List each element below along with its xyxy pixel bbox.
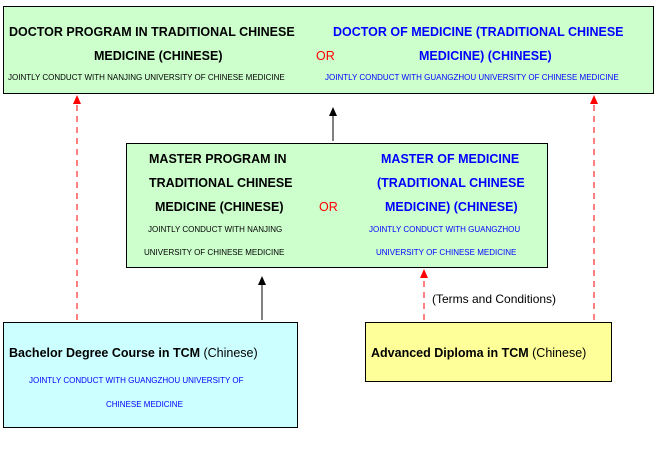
doctor-left-note: JOINTLY CONDUCT WITH NANJING UNIVERSITY … [8,73,285,82]
dashed-arrow-bachelor-to-doctor [73,95,81,320]
bachelor-note1: JOINTLY CONDUCT WITH GUANGZHOU UNIVERSIT… [29,376,244,385]
doctor-left-line2: MEDICINE (CHINESE) [94,49,223,63]
dashed-arrow-diploma-to-doctor [590,95,598,320]
bachelor-title-rest: (Chinese) [200,346,258,360]
bachelor-title: Bachelor Degree Course in TCM (Chinese) [9,347,258,360]
master-or-label: OR [319,200,338,214]
advanced-diploma-box [365,322,612,382]
solid-arrow-master-to-doctor [329,107,337,141]
master-right-line1: MASTER OF MEDICINE [381,152,520,166]
doctor-right-line2: MEDICINE) (CHINESE) [419,49,552,63]
diploma-title-rest: (Chinese) [528,346,587,360]
doctor-right-line1: DOCTOR OF MEDICINE (TRADITIONAL CHINESE [333,25,624,39]
bachelor-degree-box [3,322,298,428]
master-right-line3: MEDICINE) (CHINESE) [385,200,518,214]
doctor-program-box [3,6,654,94]
master-right-line2: (TRADITIONAL CHINESE [377,176,525,190]
master-program-box [126,143,548,268]
master-right-note1: JOINTLY CONDUCT WITH GUANGZHOU [369,225,521,234]
diploma-title-bold: Advanced Diploma in TCM [371,346,529,360]
dashed-arrow-diploma-to-master [420,269,428,320]
terms-and-conditions-label: (Terms and Conditions) [432,292,557,306]
master-left-line3: MEDICINE (CHINESE) [155,200,284,214]
master-right-note2: UNIVERSITY OF CHINESE MEDICINE [376,248,517,257]
master-left-line2: TRADITIONAL CHINESE [149,176,293,190]
doctor-or-label: OR [316,49,335,63]
diploma-title: Advanced Diploma in TCM (Chinese) [371,347,586,360]
master-left-line1: MASTER PROGRAM IN [149,152,287,166]
bachelor-title-bold: Bachelor Degree Course in TCM [9,346,201,360]
doctor-right-note: JOINTLY CONDUCT WITH GUANGZHOU UNIVERSIT… [325,73,619,82]
solid-arrow-bachelor-to-master [258,276,266,320]
master-left-note1: JOINTLY CONDUCT WITH NANJING [148,225,283,234]
doctor-left-line1: DOCTOR PROGRAM IN TRADITIONAL CHINESE [9,25,295,39]
master-left-note2: UNIVERSITY OF CHINESE MEDICINE [144,248,285,257]
bachelor-note2: CHINESE MEDICINE [106,400,183,409]
